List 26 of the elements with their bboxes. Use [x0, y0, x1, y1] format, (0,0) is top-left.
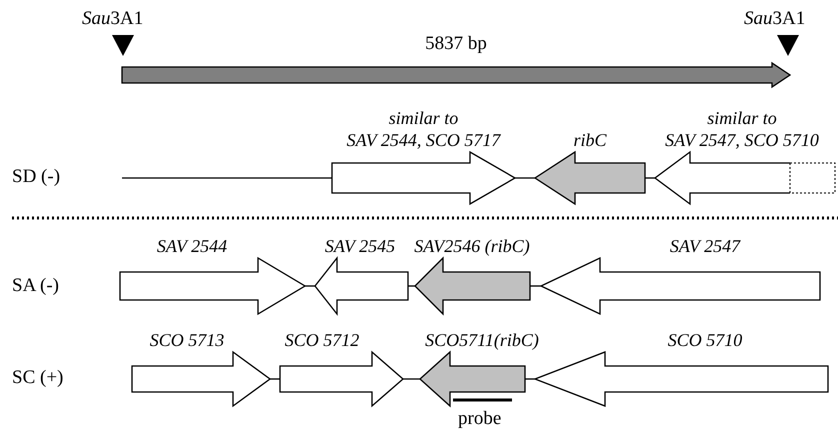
gene-label: SAV 2544	[156, 235, 228, 257]
gene-label: SAV2546 (ribC)	[414, 235, 530, 257]
gene-label: similar to SAV 2544, SCO 5717	[346, 107, 500, 151]
dna-line	[305, 285, 315, 287]
dna-line	[270, 378, 280, 380]
probe-label: probe	[458, 408, 502, 430]
gene-label: SAV 2545	[324, 235, 396, 257]
gene-label: SCO 5710	[668, 329, 742, 351]
gene-label: SCO 5712	[284, 329, 360, 351]
gene-label: similar to SAV 2547, SCO 5710	[665, 107, 819, 151]
dna-line	[403, 378, 420, 380]
dna-line	[122, 177, 332, 179]
dna-line	[525, 378, 535, 380]
dna-line	[530, 285, 541, 287]
restriction-site-label: Sau3A1	[744, 8, 806, 30]
restriction-site-label: Sau3A1	[82, 8, 144, 30]
length-label: 5837 bp	[425, 33, 487, 55]
gene-label: SCO5711(ribC)	[425, 329, 539, 351]
strain-label: SD (-)	[12, 166, 60, 188]
strain-label: SA (-)	[12, 275, 59, 297]
strain-label: SC (+)	[12, 367, 64, 389]
dna-line	[645, 177, 655, 179]
gene-label: ribC	[574, 129, 606, 151]
dna-line	[515, 177, 535, 179]
gene-label: SAV 2547	[670, 235, 740, 257]
gene-label: SCO 5713	[150, 329, 224, 351]
